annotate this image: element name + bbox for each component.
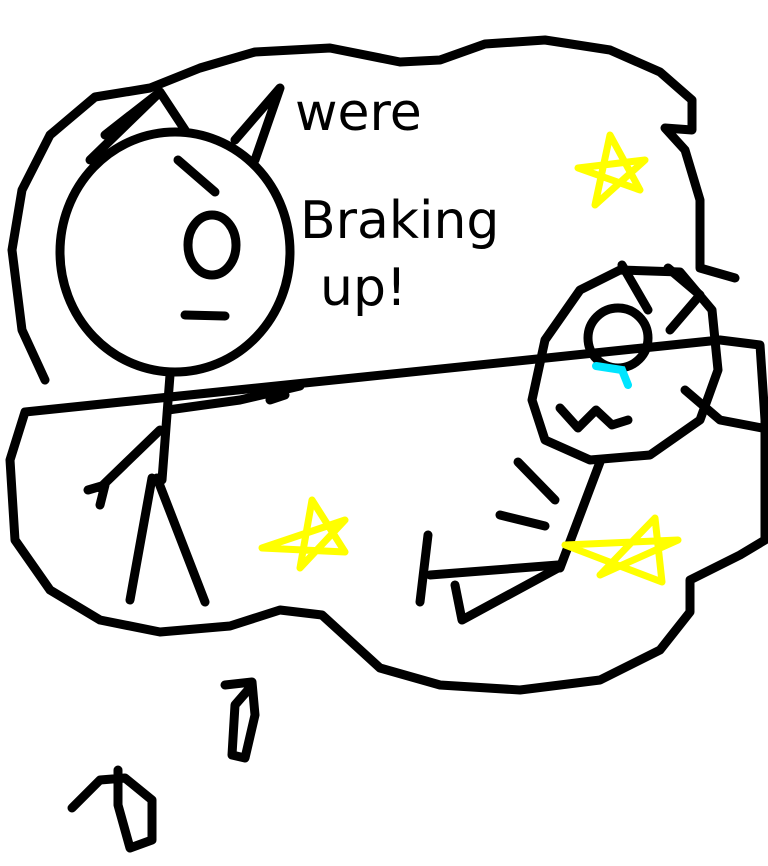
eyebrow xyxy=(173,155,220,197)
eye xyxy=(583,303,653,373)
other-arm xyxy=(83,425,165,510)
hand xyxy=(680,385,767,433)
body xyxy=(555,457,605,573)
small-bubble xyxy=(220,677,260,763)
crying-stick-figure xyxy=(415,260,767,625)
star-icon xyxy=(258,496,349,572)
leg xyxy=(450,563,563,625)
legs xyxy=(125,473,210,607)
thought-bubbles xyxy=(67,677,260,853)
smallest-bubble xyxy=(67,765,157,853)
arm xyxy=(415,530,563,607)
eye xyxy=(183,210,241,280)
speech-text: were Braking up! xyxy=(295,83,499,318)
speech-line-2: Braking xyxy=(300,191,499,251)
star-icon xyxy=(561,514,682,586)
speech-line-3: up! xyxy=(320,258,407,318)
hair xyxy=(617,260,705,335)
body xyxy=(157,370,175,485)
mouth xyxy=(180,310,230,321)
tear xyxy=(592,362,632,389)
head xyxy=(55,127,295,377)
speech-line-1: were xyxy=(295,83,422,143)
mouth xyxy=(555,403,633,433)
angry-stick-figure xyxy=(55,83,305,607)
thought-cloud xyxy=(5,35,768,695)
motion-lines xyxy=(495,457,560,531)
star-icon xyxy=(574,131,649,209)
stars xyxy=(258,131,682,586)
right-ear xyxy=(230,83,285,165)
left-ear xyxy=(85,87,190,165)
pointing-arm xyxy=(163,381,305,415)
